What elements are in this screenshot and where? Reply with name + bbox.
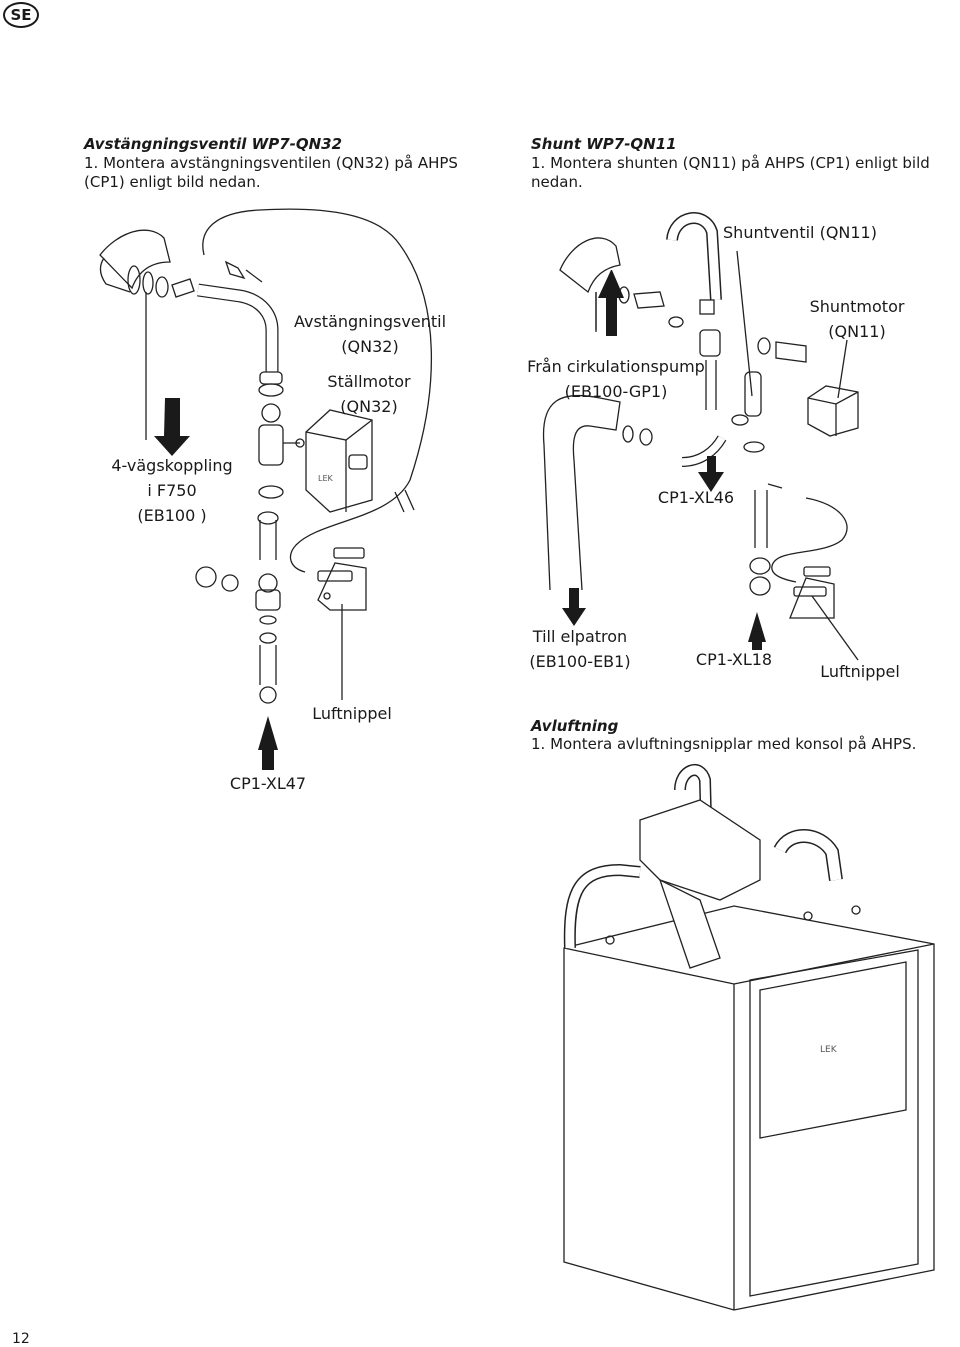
language-badge: SE xyxy=(3,2,39,28)
left-nipple-bracket xyxy=(317,547,367,611)
label-xl47: CP1-XL47 xyxy=(229,774,307,793)
heat-pump-unit: LEK xyxy=(563,905,935,1311)
label-xl18: CP1-XL18 xyxy=(695,650,773,669)
left-capillary-loop xyxy=(202,208,432,573)
label-shunt-motor: Shuntmotor(QN11) xyxy=(809,297,905,341)
label-from-pump: Från cirkulationspump(EB100-GP1) xyxy=(527,357,705,401)
unit-top-pipes xyxy=(563,764,861,969)
right-valve-chain xyxy=(595,283,807,596)
vent-step: 1. Montera avluftningsnipplar med konsol… xyxy=(531,735,917,753)
label-nipple-right: Luftnippel xyxy=(820,662,900,681)
right-insulated-pipe xyxy=(542,394,621,591)
label-shunt-valve: Shuntventil (QN11) xyxy=(723,223,877,242)
xl18-up-arrow xyxy=(748,612,766,650)
shunt-motor-leader xyxy=(837,339,848,399)
actuator-mark: LEK xyxy=(318,474,334,483)
shutoff-valve-heading: Avstängningsventil WP7-QN32 xyxy=(84,135,343,153)
left-vertical-stack xyxy=(145,292,305,704)
right-nipple-leader xyxy=(811,595,859,661)
shunt-step: 1. Montera shunten (QN11) på AHPS (CP1) … xyxy=(531,154,930,191)
left-pipe-bend xyxy=(99,229,171,293)
label-to-heater: Till elpatron(EB100-EB1) xyxy=(529,627,631,671)
right-capillary xyxy=(767,483,848,583)
vent-heading: Avluftning xyxy=(531,717,619,735)
page-number: 12 xyxy=(12,1331,30,1347)
to-heater-down-arrow xyxy=(562,588,586,626)
left-coupling-parts xyxy=(127,265,279,372)
right-nipple-bracket xyxy=(789,566,835,619)
label-actuator: Ställmotor(QN32) xyxy=(327,372,411,416)
unit-mark: LEK xyxy=(820,1045,838,1055)
label-xl46: CP1-XL46 xyxy=(657,488,735,507)
xl47-up-arrow xyxy=(258,716,278,770)
from-pump-up-arrow xyxy=(598,270,624,336)
label-shutoff-valve: Avstängningsventil(QN32) xyxy=(293,312,447,356)
xl46-down-arrow xyxy=(698,456,724,492)
shutoff-valve-step: 1. Montera avstängningsventilen (QN32) p… xyxy=(84,154,458,191)
shunt-heading: Shunt WP7-QN11 xyxy=(531,135,677,153)
right-actuator xyxy=(807,385,859,437)
shunt-valve-leader xyxy=(736,250,753,397)
left-actuator: LEK xyxy=(305,409,373,513)
right-flex-hose xyxy=(666,212,722,315)
label-nipple-left: Luftnippel xyxy=(312,704,392,723)
left-down-arrow xyxy=(154,398,190,456)
